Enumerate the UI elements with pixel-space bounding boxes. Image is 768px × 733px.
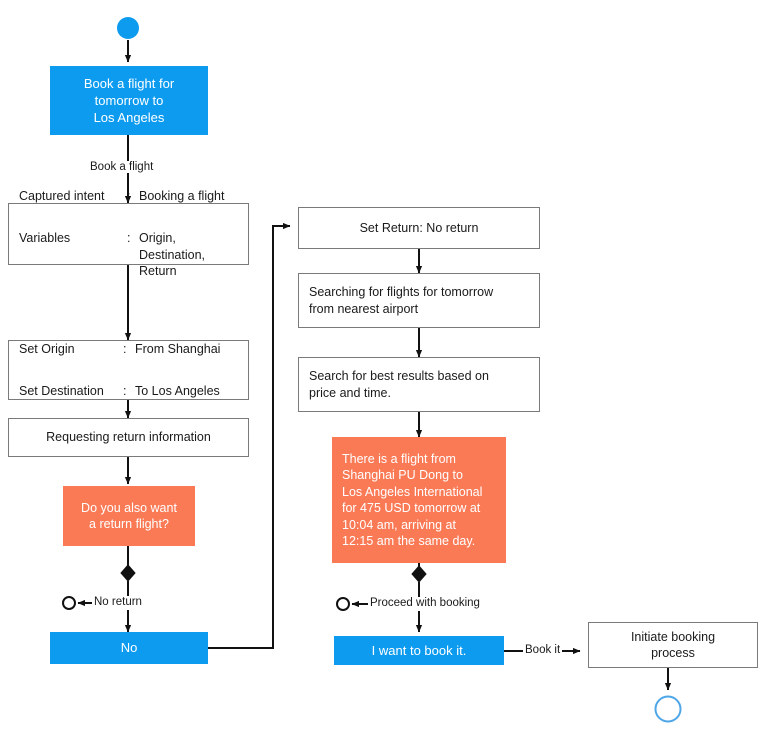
set-origin-sep: : [123, 341, 127, 356]
node-no-answer[interactable]: No [50, 632, 208, 664]
variables-row: Variables : Origin, Destination, Return [19, 230, 238, 280]
decision-diamond-booking [411, 565, 427, 583]
captured-intent-row: Captured intent : Booking a flight [19, 188, 238, 205]
best-results-text: Search for best results based on price a… [309, 369, 489, 400]
node-set-return: Set Return: No return [298, 207, 540, 249]
branch-endpoint-proceed [336, 597, 350, 611]
node-book-it[interactable]: I want to book it. [334, 636, 504, 665]
edge-label-proceed-with-booking: Proceed with booking [368, 597, 482, 609]
edge-label-book-it: Book it [523, 644, 563, 656]
edge-label-book-a-flight: Book a flight [88, 161, 156, 173]
node-user-request[interactable]: Book a flight for tomorrow to Los Angele… [50, 66, 208, 135]
edge-label-no-return: No return [92, 596, 144, 608]
captured-intent-key: Captured intent [19, 189, 105, 204]
start-node [117, 17, 139, 39]
node-set-origin-destination: Set Origin : From Shanghai Set Destinati… [8, 340, 249, 400]
variables-value: Origin, Destination, Return [139, 231, 206, 279]
set-origin-row: Set Origin : From Shanghai [19, 341, 238, 358]
set-destination-row: Set Destination : To Los Angeles [19, 383, 238, 400]
set-destination-value: To Los Angeles [135, 383, 220, 398]
set-destination-sep: : [123, 383, 127, 398]
set-destination-key: Set Destination [19, 383, 104, 398]
variables-sep: : [127, 231, 131, 246]
set-origin-value: From Shanghai [135, 341, 221, 356]
node-captured-intent: Captured intent : Booking a flight Varia… [8, 189, 249, 278]
variables-key: Variables [19, 231, 71, 246]
decision-diamond-return [120, 564, 136, 582]
node-searching-flights: Searching for flights for tomorrow from … [298, 273, 540, 328]
node-best-results: Search for best results based on price a… [298, 357, 540, 412]
captured-intent-sep: : [127, 189, 131, 204]
set-origin-key: Set Origin [19, 341, 75, 356]
node-requesting-return: Requesting return information [8, 418, 249, 457]
end-node [654, 695, 682, 723]
node-return-question: Do you also want a return flight? [63, 486, 195, 546]
node-initiate-booking: Initiate booking process [588, 622, 758, 668]
flight-offer-text: There is a flight from Shanghai PU Dong … [342, 451, 483, 549]
branch-endpoint-no-return [62, 596, 76, 610]
node-flight-offer: There is a flight from Shanghai PU Dong … [332, 437, 506, 563]
searching-flights-text: Searching for flights for tomorrow from … [309, 285, 494, 316]
captured-intent-value: Booking a flight [139, 189, 225, 204]
